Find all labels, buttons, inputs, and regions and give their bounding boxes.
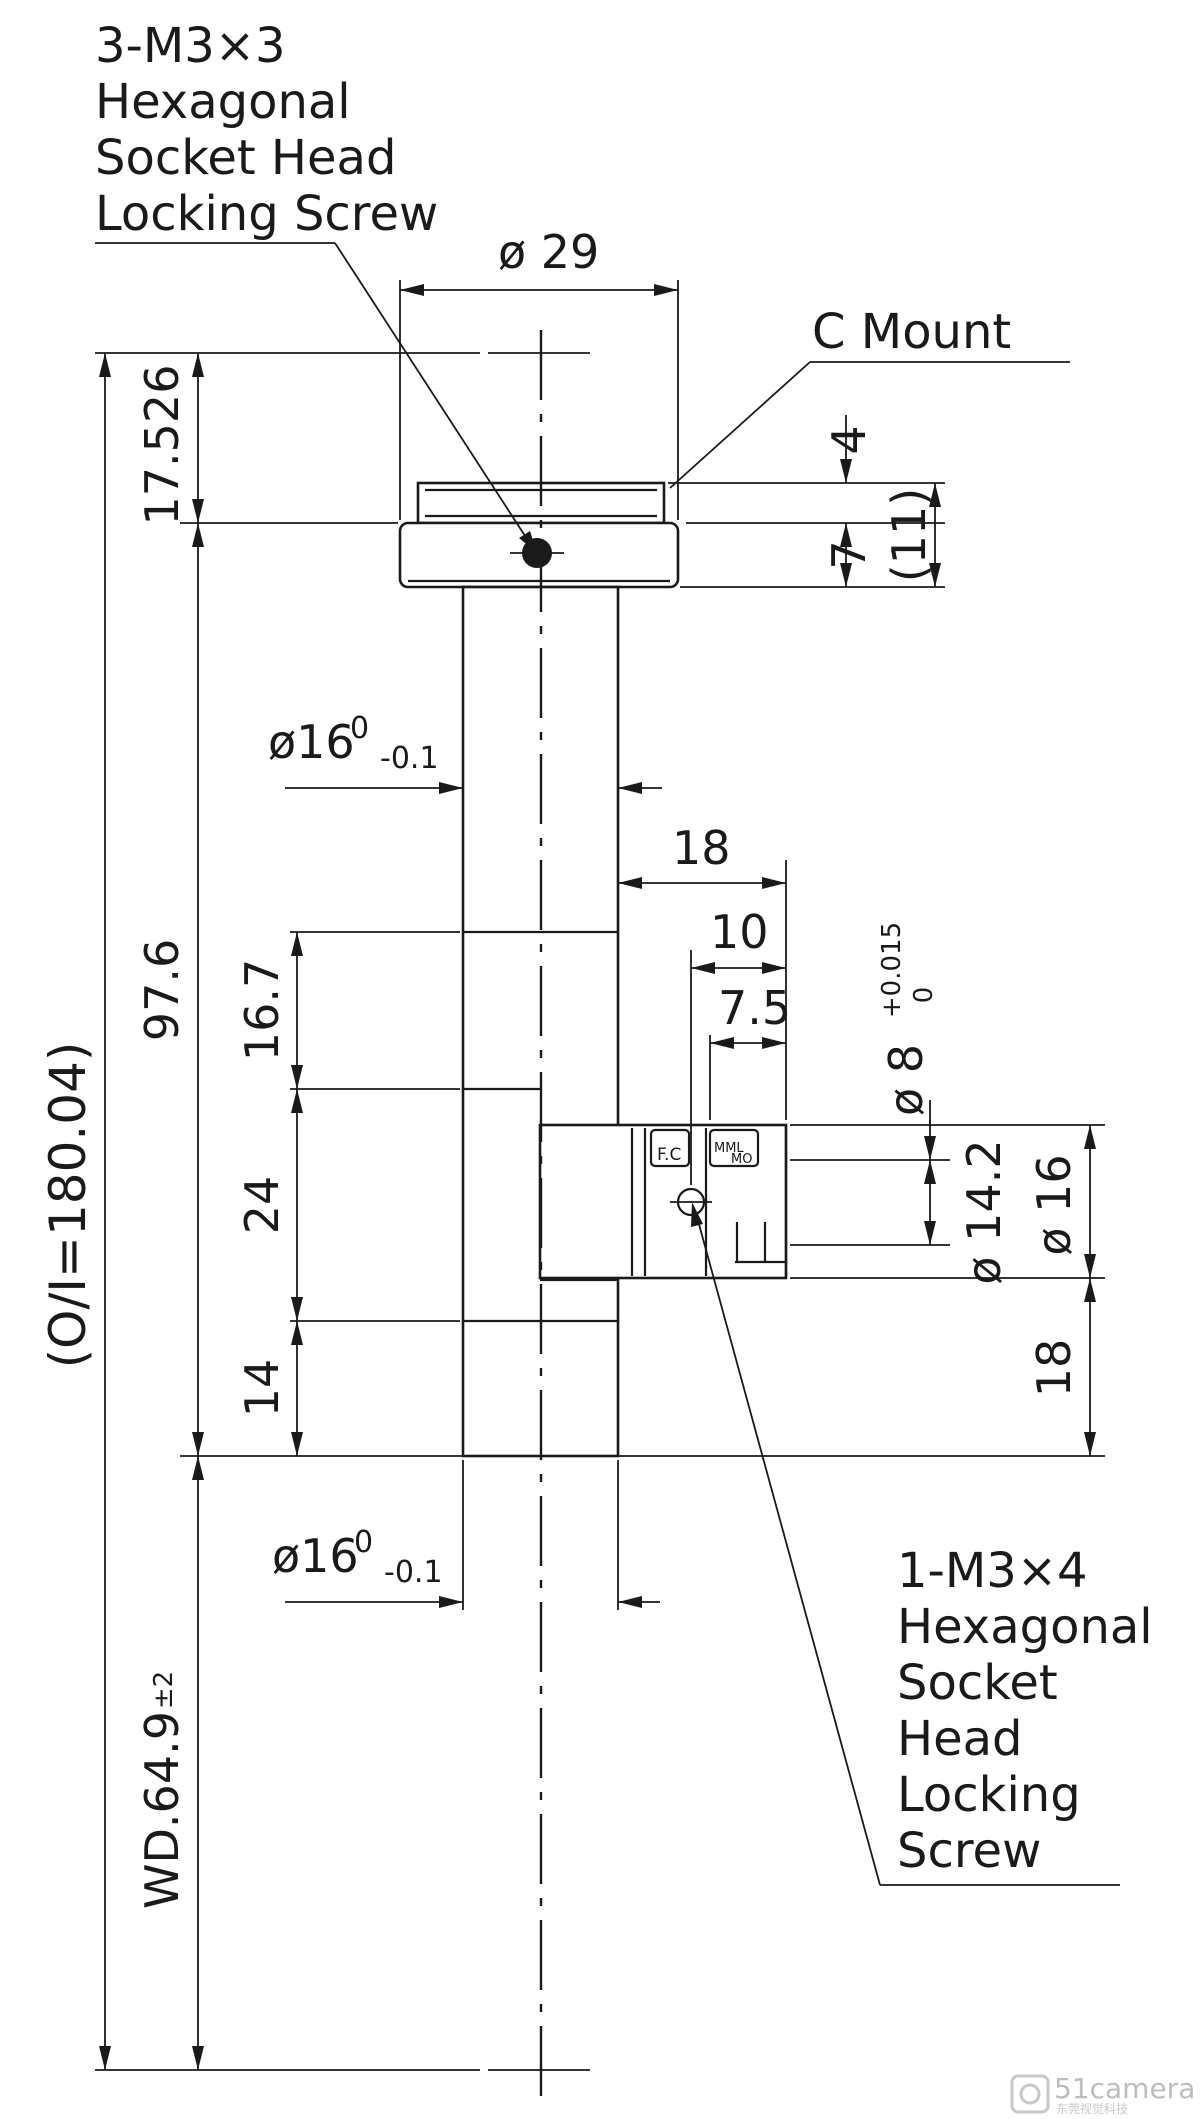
dim-dia-16-top-upper: 0 (350, 711, 369, 746)
dim-10: 10 (710, 905, 769, 959)
callout-side-screw-line5: Locking (897, 1767, 1081, 1823)
dim-wd-tolerance: ±2 (149, 1671, 179, 1709)
dim-7: 7 (822, 540, 876, 569)
port-label-plate-mml (708, 1128, 760, 1168)
dim-14: 14 (235, 1359, 289, 1418)
dim-dia-8: ø 8 +0.015 0 (877, 922, 939, 1116)
dim-oi: (O/I=180.04) (39, 1042, 97, 1369)
dim-dia-16-bottom-upper: 0 (354, 1525, 373, 1560)
dim-18-height: 18 (1027, 1339, 1081, 1398)
watermark: 51camera 东莞视觉科技 (1010, 2072, 1195, 2116)
dim-dia-16-bottom: ø16 0 -0.1 (272, 1525, 443, 1590)
callout-side-screw: 1-M3×4 Hexagonal Socket Head Locking Scr… (897, 1543, 1153, 1879)
leader-lines (95, 242, 1120, 1886)
watermark-tagline: 东莞视觉科技 (1056, 2101, 1128, 2116)
port-label-fc: F.C (657, 1145, 681, 1165)
watermark-logo-icon (1010, 2074, 1050, 2114)
watermark-brand: 51camera (1054, 2072, 1195, 2105)
callout-top-screw-line1: 3-M3×3 (95, 18, 286, 74)
dim-dia-16-top-lower: -0.1 (380, 741, 439, 776)
dim-dia-16-side: ø 16 (1027, 1154, 1081, 1255)
dim-7-5: 7.5 (718, 981, 791, 1035)
dim-dia-16-top-main: ø16 (268, 715, 355, 769)
dim-dia-8-lower: 0 (909, 987, 939, 1004)
dim-dia-29: ø 29 (498, 225, 599, 279)
port-label-mo: MO (731, 1152, 752, 1167)
extension-lines (95, 280, 1105, 2071)
callout-top-screw: 3-M3×3 Hexagonal Socket Head Locking Scr… (95, 18, 438, 242)
lens-body: F.C MML MO (398, 481, 788, 1458)
dim-wd: WD.64.9 (135, 1711, 189, 1909)
dimension-lines (99, 284, 1096, 2070)
dim-18-width: 18 (672, 821, 731, 875)
port-label-plate-fc (649, 1128, 691, 1168)
port-label-mml: MML (714, 1141, 744, 1156)
dim-dia-8-main: ø 8 (879, 1044, 933, 1116)
callout-side-screw-line4: Head (897, 1711, 1023, 1767)
dim-dia-14-2: ø 14.2 (957, 1139, 1011, 1284)
callout-top-screw-line2: Hexagonal (95, 74, 351, 130)
callout-side-screw-line3: Socket (897, 1655, 1058, 1711)
callout-side-screw-line1: 1-M3×4 (897, 1543, 1088, 1599)
dim-dia-16-bottom-main: ø16 (272, 1529, 359, 1583)
dim-dia-8-upper: +0.015 (877, 922, 907, 1018)
dim-97-6: 97.6 (135, 939, 189, 1041)
dim-dia-16-bottom-lower: -0.1 (384, 1555, 443, 1590)
callout-top-screw-line3: Socket Head (95, 130, 396, 186)
dim-24: 24 (235, 1176, 289, 1235)
dim-16-7: 16.7 (235, 959, 289, 1061)
dim-dia-16-top: ø16 0 -0.1 (268, 711, 439, 776)
callout-top-screw-line4: Locking Screw (95, 186, 438, 242)
dim-4: 4 (822, 425, 876, 454)
coaxial-port-block (538, 1123, 788, 1280)
callout-c-mount: C Mount (812, 304, 1011, 360)
callout-side-screw-line6: Screw (897, 1823, 1041, 1879)
dim-17-526: 17.526 (135, 365, 189, 526)
callout-side-screw-line2: Hexagonal (897, 1599, 1153, 1655)
dim-11: (11) (882, 488, 936, 582)
